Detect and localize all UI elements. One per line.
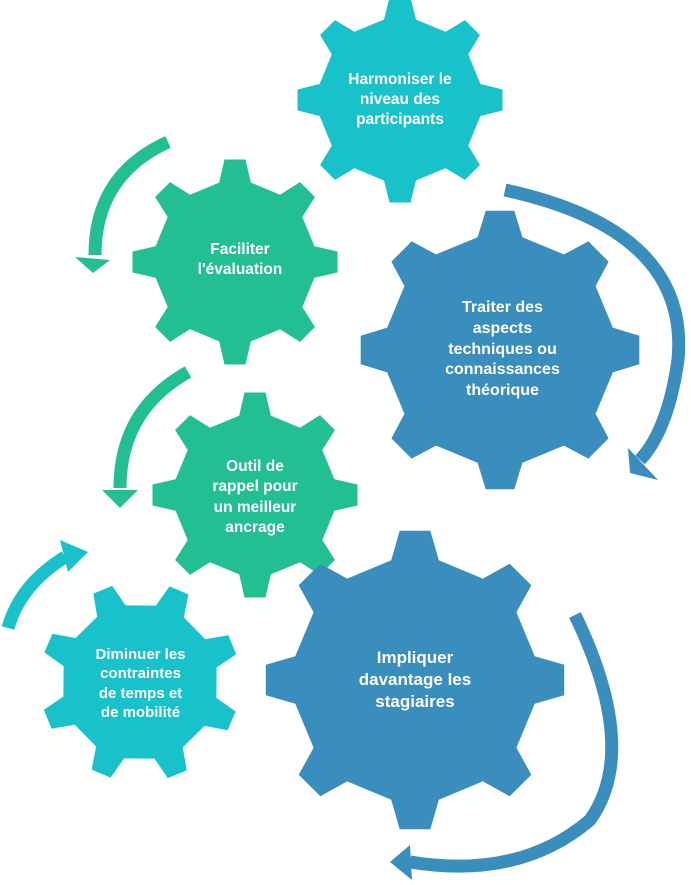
arrow-head xyxy=(102,490,138,508)
arrow-right-top xyxy=(503,183,686,480)
gear-label-harmoniser: Harmoniser le niveau des participants xyxy=(348,70,452,129)
arrow-head xyxy=(390,845,412,880)
arrow-head xyxy=(628,448,658,480)
arrow-shaft xyxy=(113,366,192,489)
gear-label-traiter: Traiter des aspects techniques ou connai… xyxy=(445,299,560,400)
gear-label-faciliter: Faciliter l'évaluation xyxy=(197,240,283,278)
arrow-shaft xyxy=(503,183,686,465)
gear-impliquer xyxy=(265,530,565,830)
gear-label-diminuer: Diminuer les contraintes de temps et de … xyxy=(95,645,186,722)
gear-label-outil: Outil de rappel pour un meilleur ancrage xyxy=(212,458,298,536)
arrow-shaft xyxy=(88,136,171,256)
arrow-bottom-right xyxy=(390,612,619,880)
arrow-shaft xyxy=(408,612,619,873)
gear-faciliter xyxy=(132,159,338,365)
arrow-shaft xyxy=(1,551,69,630)
arrow-head xyxy=(60,540,88,572)
arrow-head xyxy=(75,257,110,273)
gear-traiter xyxy=(360,210,640,490)
arrow-bottom-left xyxy=(1,540,88,630)
arrow-mid-left xyxy=(102,366,192,508)
gear-harmoniser xyxy=(297,0,503,203)
gear-diminuer xyxy=(43,585,237,779)
arrow-top-left xyxy=(75,136,171,273)
gear-label-impliquer: Impliquer davantage les stagiaires xyxy=(358,647,472,712)
gear-outil xyxy=(152,392,358,598)
